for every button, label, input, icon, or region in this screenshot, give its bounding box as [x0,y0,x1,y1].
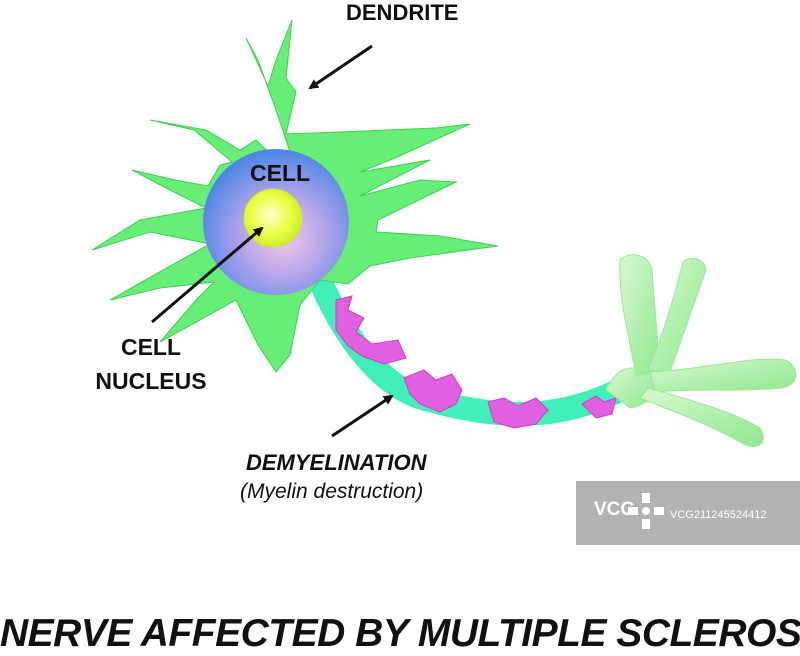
cell-nucleus-label: CELL NUCLEUS [88,330,214,398]
nucleus-arrow [151,226,264,324]
watermark-flower-icon [628,493,664,529]
watermark: VCG VCG211245524412 [576,481,800,545]
cell-label: CELL [250,160,311,186]
demyelination-arrow [331,394,394,438]
terminal-branch [649,358,797,393]
myelin-patch [487,397,549,429]
cell-nucleus-label-line1: CELL [120,334,182,360]
myelin-patch [403,369,463,413]
terminal-branch [647,257,707,373]
terminal-branch [619,254,661,377]
axon-terminal [605,254,797,447]
dendrite-label: DENDRITE [346,0,459,25]
page-title: NERVE AFFECTED BY MULTIPLE SCLEROSIS [0,612,800,655]
watermark-logo: VCG [594,499,636,520]
watermark-id: VCG211245524412 [670,509,767,521]
cell-nucleus-label-line2: NUCLEUS [95,368,207,394]
demyelination-label: DEMYELINATION [246,450,427,475]
myelin-patch [335,295,407,365]
cell-nucleus [243,188,303,248]
myelin-destruction-label: (Myelin destruction) [240,480,424,503]
dendrite-arrow [308,44,373,90]
terminal-branch [639,387,764,447]
